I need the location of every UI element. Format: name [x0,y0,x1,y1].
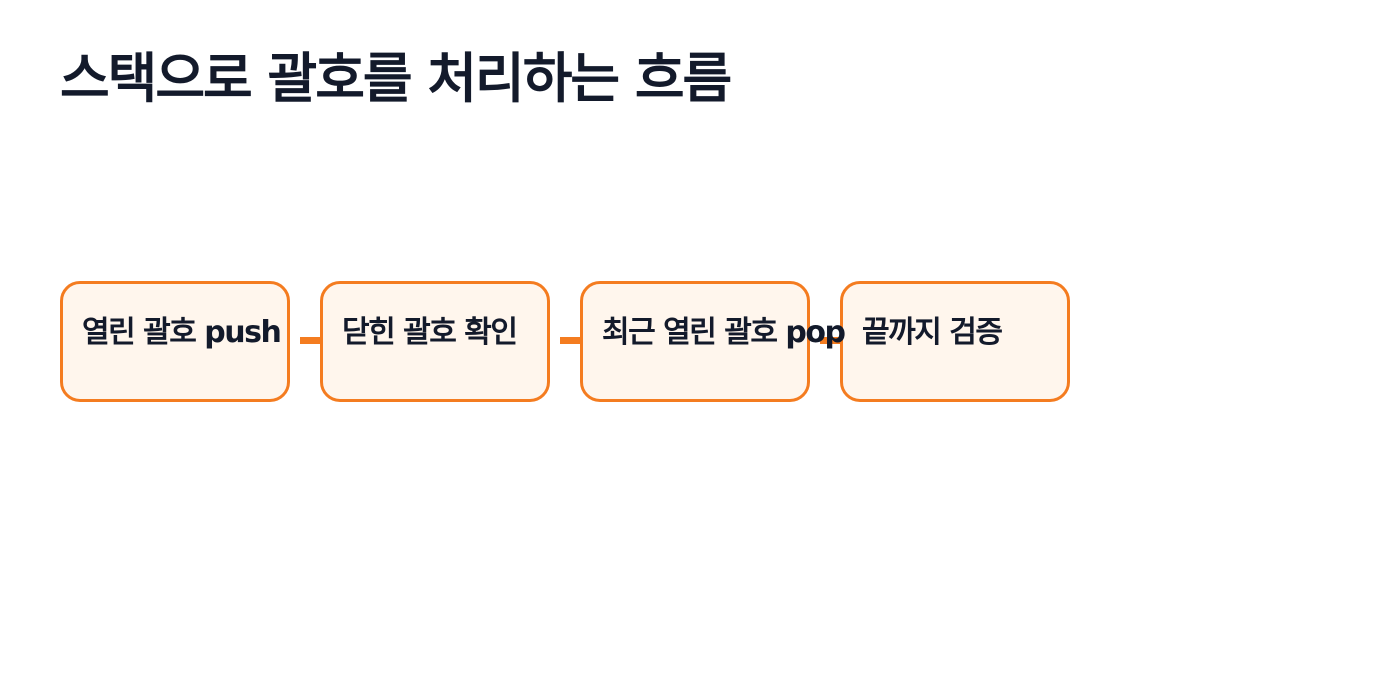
step-label-pop: 최근 열린 괄호 pop [602,315,846,350]
diagram-title: 스택으로 괄호를 처리하는 흐름 [60,47,732,110]
connector-2-3 [560,337,580,344]
step-box-pop [580,281,810,402]
step-label-push: 열린 괄호 push [82,315,282,350]
step-label-verify: 끝까지 검증 [862,315,1003,350]
step-box-verify [840,281,1070,402]
step-label-check-closing: 닫힌 괄호 확인 [342,315,518,350]
step-box-push [60,281,290,402]
flow-diagram: 열린 괄호 push 닫힌 괄호 확인 최근 열린 괄호 pop 끝까지 검증 [60,281,1160,402]
connector-3-4 [820,337,840,344]
step-box-check-closing [320,281,550,402]
connector-1-2 [300,337,320,344]
